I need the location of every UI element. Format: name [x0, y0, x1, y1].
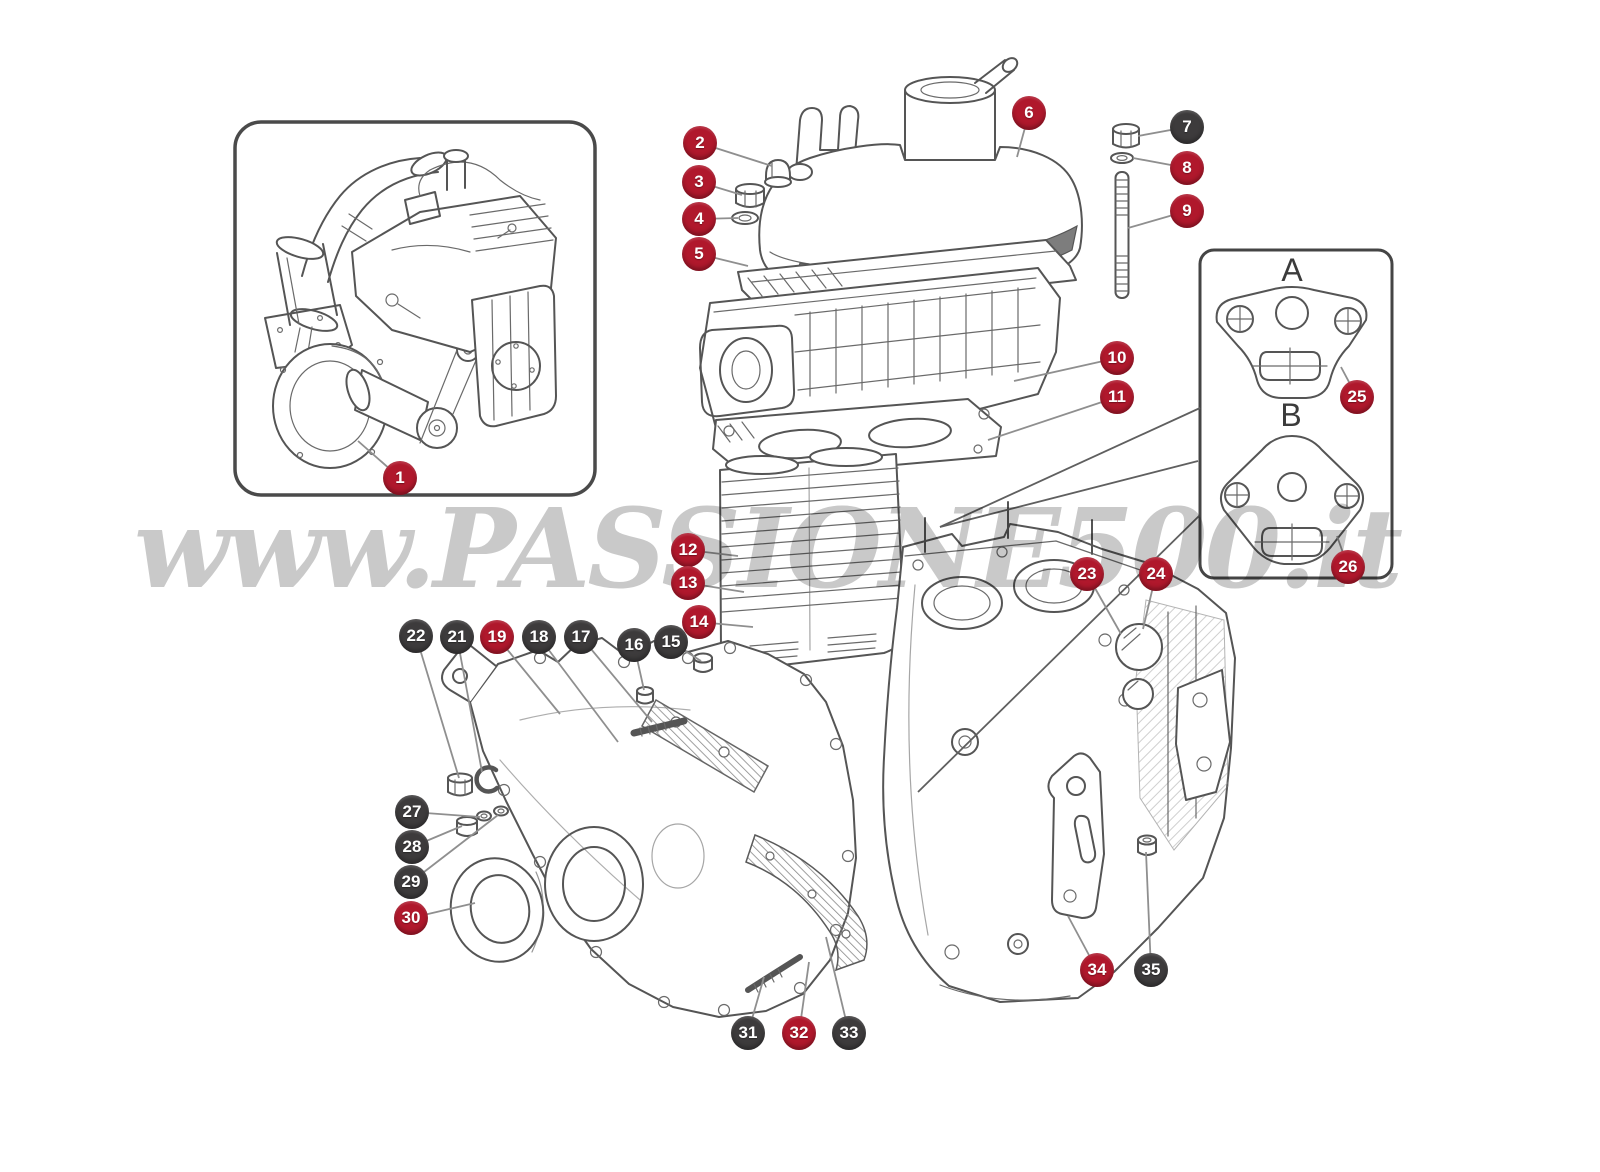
- part-badge-31[interactable]: 31: [731, 1016, 765, 1050]
- part-badge-22[interactable]: 22: [399, 619, 433, 653]
- washer-part-27: [476, 810, 492, 822]
- gasket-detail-inset: A B: [1198, 248, 1394, 580]
- leader-line-21: [456, 636, 483, 773]
- gasket-a-label: A: [1281, 252, 1303, 288]
- leader-line-18: [538, 636, 619, 743]
- hex-nut-part-3: [735, 183, 765, 208]
- part-badge-34[interactable]: 34: [1080, 953, 1114, 987]
- part-badge-15[interactable]: 15: [654, 625, 688, 659]
- part-badge-7[interactable]: 7: [1170, 110, 1204, 144]
- part-badge-27[interactable]: 27: [395, 795, 429, 829]
- part-badge-9[interactable]: 9: [1170, 194, 1204, 228]
- part-badge-19[interactable]: 19: [480, 620, 514, 654]
- bushing-part-35: [1137, 834, 1157, 856]
- small-parts: [447, 123, 1163, 993]
- freeze-plug-part-23: [1115, 623, 1163, 671]
- gasket-b-drawing: [1219, 435, 1365, 565]
- part-badge-24[interactable]: 24: [1139, 557, 1173, 591]
- leader-line-29: [410, 814, 499, 883]
- part-badge-23[interactable]: 23: [1070, 557, 1104, 591]
- leader-line-11: [987, 396, 1118, 441]
- circlip-part-21: [474, 765, 500, 794]
- part-badge-32[interactable]: 32: [782, 1016, 816, 1050]
- leader-line-17: [580, 636, 653, 723]
- complete-engine-sketch: [264, 149, 557, 469]
- freeze-plug-part-24: [1122, 678, 1154, 710]
- part-badge-29[interactable]: 29: [394, 865, 428, 899]
- part-badge-25[interactable]: 25: [1340, 380, 1374, 414]
- part-badge-4[interactable]: 4: [682, 202, 716, 236]
- part-badge-21[interactable]: 21: [440, 620, 474, 654]
- nut-part-22: [447, 772, 473, 797]
- part-badge-11[interactable]: 11: [1100, 380, 1134, 414]
- leader-line-22: [415, 635, 460, 779]
- part-badge-33[interactable]: 33: [832, 1016, 866, 1050]
- crankshaft-seal-part-30: [449, 857, 545, 963]
- acorn-nut-part-2: [764, 159, 792, 188]
- part-badge-35[interactable]: 35: [1134, 953, 1168, 987]
- part-badge-18[interactable]: 18: [522, 620, 556, 654]
- part-badge-5[interactable]: 5: [682, 237, 716, 271]
- cylinder-head: [699, 267, 1061, 442]
- washer-part-29: [493, 805, 509, 817]
- part-badge-17[interactable]: 17: [564, 620, 598, 654]
- nut-part-7: [1112, 123, 1140, 149]
- timing-cover: [441, 637, 857, 1018]
- leader-line-10: [1013, 357, 1118, 382]
- engine-overview-inset: [233, 120, 597, 497]
- part-badge-28[interactable]: 28: [395, 830, 429, 864]
- part-badge-10[interactable]: 10: [1100, 341, 1134, 375]
- part-badge-30[interactable]: 30: [394, 901, 428, 935]
- part-badge-1[interactable]: 1: [383, 461, 417, 495]
- part-badge-16[interactable]: 16: [617, 628, 651, 662]
- part-badge-6[interactable]: 6: [1012, 96, 1046, 130]
- part-badge-3[interactable]: 3: [682, 165, 716, 199]
- part-badge-12[interactable]: 12: [671, 533, 705, 567]
- crankcase: [882, 501, 1236, 1003]
- part-badge-13[interactable]: 13: [671, 566, 705, 600]
- stud-part-17: [630, 717, 688, 737]
- part-badge-14[interactable]: 14: [682, 605, 716, 639]
- leader-line-35: [1145, 851, 1152, 971]
- washer-part-8: [1110, 152, 1134, 164]
- part-badge-8[interactable]: 8: [1170, 151, 1204, 185]
- stud-part-9: [1114, 171, 1130, 299]
- gasket-b-label: B: [1280, 397, 1301, 433]
- part-badge-26[interactable]: 26: [1331, 550, 1365, 584]
- bolt-part-16: [636, 686, 654, 705]
- washer-part-4: [731, 211, 759, 225]
- stud-part-31: [745, 954, 803, 993]
- cylinder-barrels: [719, 447, 906, 671]
- part-badge-2[interactable]: 2: [683, 126, 717, 160]
- gasket-a-drawing: [1215, 286, 1368, 399]
